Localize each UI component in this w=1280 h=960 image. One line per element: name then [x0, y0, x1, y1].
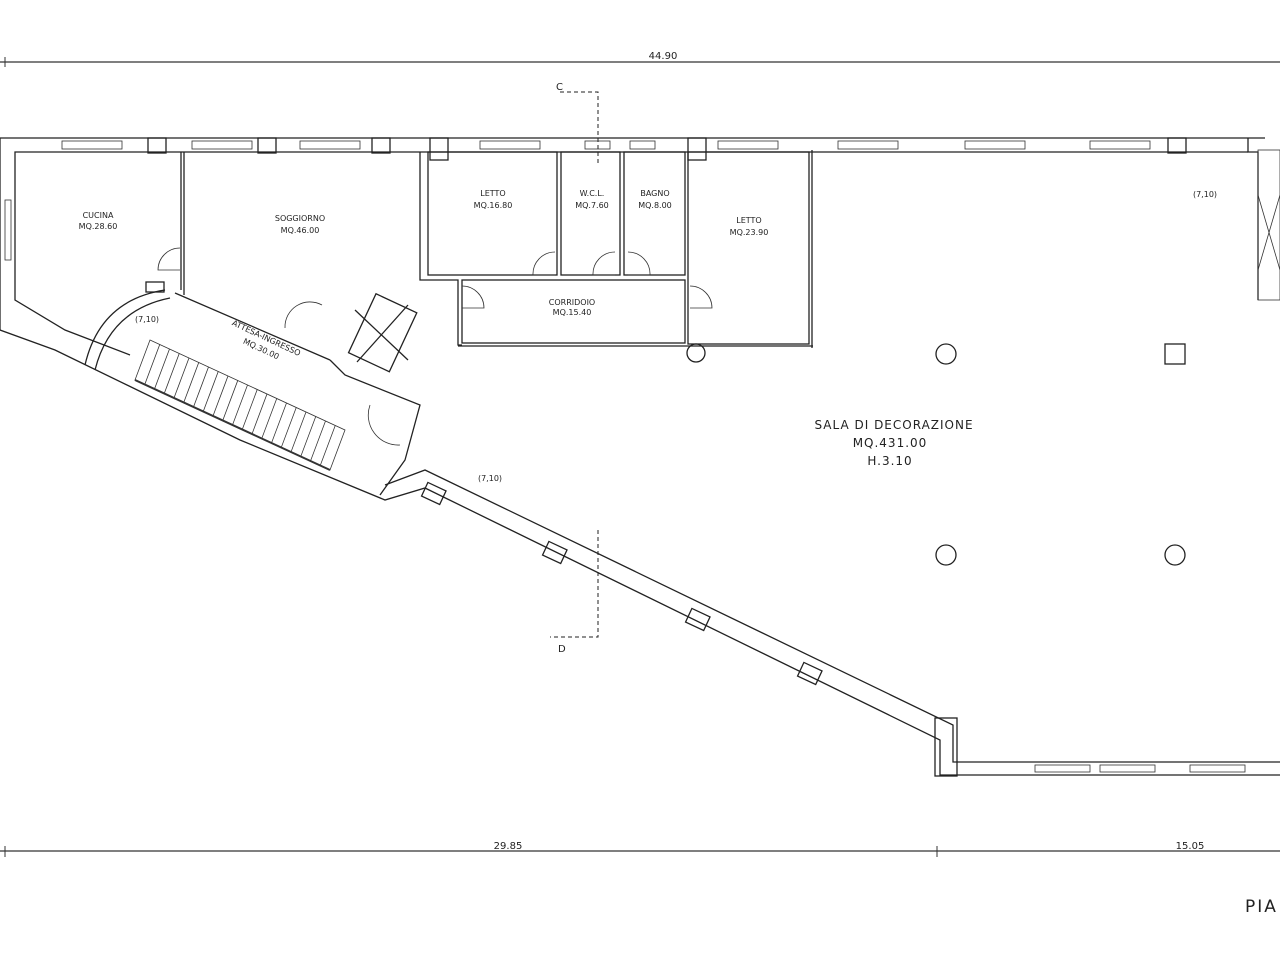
dimension-left: 29.85 — [494, 841, 523, 852]
stair-tread — [212, 375, 229, 417]
stair-tread — [193, 366, 209, 408]
room-name: CORRIDOIO — [549, 298, 595, 307]
room-area: MQ.46.00 — [281, 226, 320, 235]
stair-tread — [173, 357, 190, 399]
stair-tread — [261, 398, 278, 439]
stair-tread — [280, 407, 297, 448]
section-marker-d: D — [550, 530, 599, 655]
bottom-dimension: 29.85 15.05 — [0, 841, 1280, 857]
stair-tread — [310, 420, 326, 462]
stair-tread — [222, 380, 239, 421]
stair-tread — [183, 362, 200, 403]
stair-tread — [300, 416, 317, 457]
interior-walls — [84, 150, 813, 496]
hall-area: MQ.431.00 — [853, 436, 928, 450]
section-marker-c: C — [556, 82, 599, 165]
hall-name: SALA DI DECORAZIONE — [814, 418, 973, 432]
room-area: MQ.28.60 — [79, 222, 118, 231]
stair-tread — [154, 348, 170, 390]
stair-tread — [144, 344, 161, 385]
room-labels: CUCINA MQ.28.60 SOGGIORNO MQ.46.00 LETTO… — [79, 189, 1278, 917]
room-area: MQ.16.80 — [474, 201, 513, 210]
room-area: MQ.23.90 — [730, 228, 769, 237]
room-name: LETTO — [480, 189, 505, 198]
room-name: SOGGIORNO — [275, 214, 325, 223]
stair-tread — [319, 425, 336, 466]
stair-tread — [163, 353, 180, 394]
room-name: CUCINA — [83, 211, 114, 220]
level-mark: (7,10) — [135, 315, 159, 324]
room-name: W.C.L. — [580, 189, 605, 198]
hall-height: H.3.10 — [867, 454, 912, 468]
level-mark: (7,10) — [1193, 190, 1217, 199]
level-mark: (7,10) — [478, 474, 502, 483]
stair-tread — [202, 371, 219, 412]
dimension-total: 44.90 — [649, 51, 678, 62]
stair-tread — [241, 389, 258, 430]
room-name: LETTO — [736, 216, 761, 225]
stair-tread — [290, 411, 307, 453]
stair-tread — [271, 402, 287, 444]
room-area: MQ.15.40 — [553, 308, 592, 317]
room-name: BAGNO — [640, 189, 669, 198]
room-area: MQ.7.60 — [575, 201, 609, 210]
stair-tread — [232, 384, 248, 426]
outer-walls — [0, 137, 1280, 777]
columns — [686, 343, 1186, 566]
staircase — [134, 339, 346, 471]
svg-text:C: C — [556, 82, 563, 93]
stair-tread — [251, 393, 268, 435]
top-dimension: 44.90 — [0, 51, 1280, 67]
svg-text:D: D — [558, 644, 566, 655]
room-area: MQ.8.00 — [638, 201, 672, 210]
dimension-right: 15.05 — [1176, 841, 1205, 852]
doors — [157, 247, 713, 446]
floor-label: PIA — [1245, 897, 1278, 917]
